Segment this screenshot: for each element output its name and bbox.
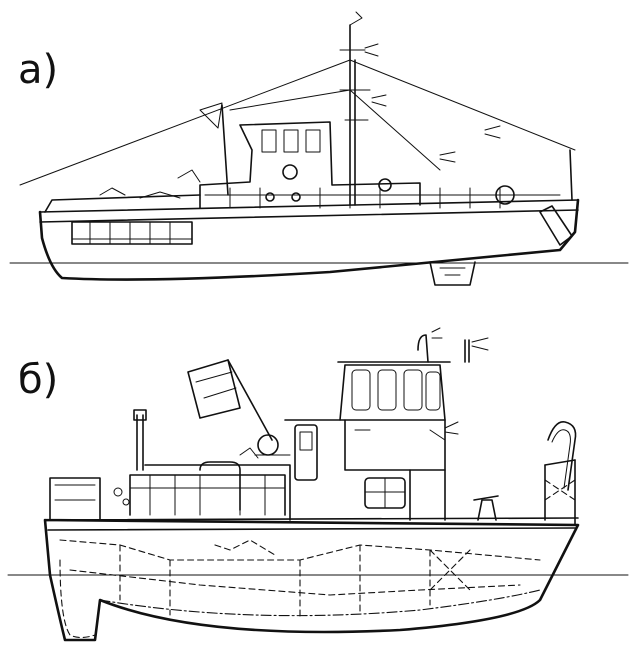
cross-brace-b [429, 549, 471, 591]
internal-frame-2 [69, 569, 521, 596]
deck-edge-a [39, 199, 579, 213]
roof-light-rays-b [471, 337, 489, 351]
bulkheads-b [119, 544, 431, 621]
mast-flag-a [349, 11, 363, 26]
view-a-label: а) [18, 47, 59, 93]
engine-outline-b [214, 539, 276, 556]
deck-fittings-a [99, 169, 201, 199]
engine-casing-b [144, 464, 291, 521]
porthole-a-1 [282, 164, 298, 180]
window-a-3 [305, 129, 321, 153]
side-light-rays-b [444, 421, 459, 435]
boat-a-drawing [9, 11, 629, 286]
winch-base-b [239, 447, 291, 459]
deck-rail-bars-b [129, 474, 286, 516]
winch-a [495, 185, 515, 205]
rudder-outline-b [59, 559, 96, 639]
deckhouse-lower-b [284, 419, 411, 521]
boat-b-drawing [7, 327, 629, 642]
hull-a [38, 198, 580, 281]
searchlight-rays-b [431, 327, 443, 339]
sheer-strake-a [39, 209, 579, 223]
exhaust-stack-b [136, 414, 144, 471]
porthole-a-3 [291, 192, 301, 202]
wheelhouse-b [339, 364, 446, 421]
mast-yards-a [339, 49, 371, 121]
sheer-line-b [47, 527, 576, 531]
stern-brace-b [544, 479, 576, 501]
wheelhouse-base-b [344, 419, 446, 471]
window-a-2 [283, 129, 299, 153]
window-a-1 [261, 129, 277, 153]
signal-lights-a [364, 43, 501, 163]
flag-b [187, 359, 241, 419]
stern-gear-a [539, 205, 573, 246]
view-b-label: б) [18, 357, 59, 403]
mast-a [349, 24, 356, 206]
hull-b [43, 518, 580, 642]
deck-rail-b [129, 474, 286, 516]
rail-hoop-b [199, 461, 241, 511]
bow-flag-a [199, 102, 223, 129]
skeg-a [429, 261, 476, 286]
door-b [294, 424, 318, 481]
stern-hook-inner-b [551, 429, 571, 489]
searchlight-b [417, 334, 429, 363]
stern-knee-top-b [544, 459, 576, 466]
wheelhouse-window-4 [425, 371, 441, 411]
bow-box-b [49, 477, 101, 521]
door-window-b [299, 431, 313, 451]
fitting-b-1 [113, 487, 123, 497]
winch-b [257, 434, 279, 456]
porthole-a-2 [265, 192, 275, 202]
aft-house-b [409, 469, 446, 521]
stern-knee-b [544, 459, 576, 526]
bow-bulwark-a [44, 194, 201, 213]
capstan-a [378, 178, 392, 192]
hull-rail-a [71, 221, 193, 245]
flag-folds-b [195, 371, 237, 399]
wheelhouse-window-1 [351, 369, 371, 411]
bow-staff-a [221, 104, 229, 196]
keel-line-b [99, 589, 541, 617]
bollard-b [477, 499, 497, 521]
prop-a [439, 267, 466, 276]
internal-frame-1 [59, 539, 541, 561]
roof-mast-b [464, 339, 470, 363]
bollard-top-b [473, 495, 499, 501]
wheelhouse-window-2 [377, 369, 397, 411]
aft-window-bars-b [364, 477, 406, 509]
fitting-b-2 [122, 498, 130, 506]
wheelhouse-window-3 [403, 369, 423, 411]
flag-staff-b [227, 359, 273, 441]
rail-bars-a [71, 221, 193, 245]
wheelhouse-details-b [354, 429, 446, 441]
stern-hook-b [547, 421, 577, 491]
rigging-a [19, 59, 576, 186]
bow-box-slats [54, 484, 96, 501]
stern-staff-a [569, 149, 573, 201]
deck-line-b [44, 517, 579, 521]
stack-cap-b [133, 409, 147, 421]
